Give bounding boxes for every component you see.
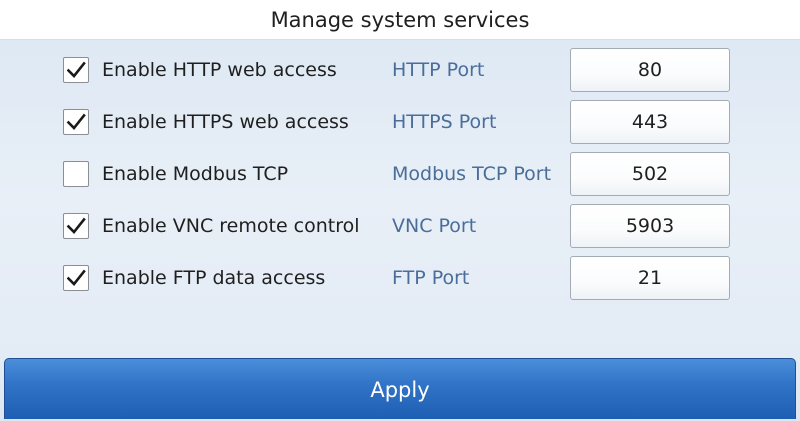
http-enable-label: Enable HTTP web access bbox=[102, 59, 337, 81]
checkmark-icon bbox=[66, 269, 86, 286]
http-port-input[interactable] bbox=[570, 48, 730, 92]
ftp-port-label: FTP Port bbox=[392, 267, 470, 289]
modbus-enable-label: Enable Modbus TCP bbox=[102, 163, 289, 185]
service-row-http: Enable HTTP web access HTTP Port bbox=[0, 48, 800, 92]
ftp-enable-checkbox[interactable] bbox=[63, 265, 89, 291]
service-row-modbus: Enable Modbus TCP Modbus TCP Port bbox=[0, 152, 800, 196]
vnc-port-input[interactable] bbox=[570, 204, 730, 248]
ftp-port-input[interactable] bbox=[570, 256, 730, 300]
modbus-enable-checkbox[interactable] bbox=[63, 161, 89, 187]
modbus-port-label: Modbus TCP Port bbox=[392, 163, 552, 185]
ftp-enable-label: Enable FTP data access bbox=[102, 267, 326, 289]
https-enable-label: Enable HTTPS web access bbox=[102, 111, 349, 133]
modbus-port-input[interactable] bbox=[570, 152, 730, 196]
apply-button[interactable]: Apply bbox=[4, 358, 796, 419]
https-enable-checkbox[interactable] bbox=[63, 109, 89, 135]
https-port-label: HTTPS Port bbox=[392, 111, 497, 133]
vnc-enable-checkbox[interactable] bbox=[63, 213, 89, 239]
vnc-port-label: VNC Port bbox=[392, 215, 477, 237]
https-port-input[interactable] bbox=[570, 100, 730, 144]
http-port-label: HTTP Port bbox=[392, 59, 485, 81]
service-row-ftp: Enable FTP data access FTP Port bbox=[0, 256, 800, 300]
checkmark-icon bbox=[66, 61, 86, 78]
service-row-vnc: Enable VNC remote control VNC Port bbox=[0, 204, 800, 248]
service-row-https: Enable HTTPS web access HTTPS Port bbox=[0, 100, 800, 144]
http-enable-checkbox[interactable] bbox=[63, 57, 89, 83]
title-bar: Manage system services bbox=[0, 0, 800, 40]
checkmark-icon bbox=[66, 217, 86, 234]
page-title: Manage system services bbox=[270, 8, 530, 32]
vnc-enable-label: Enable VNC remote control bbox=[102, 215, 360, 237]
checkmark-icon bbox=[66, 113, 86, 130]
